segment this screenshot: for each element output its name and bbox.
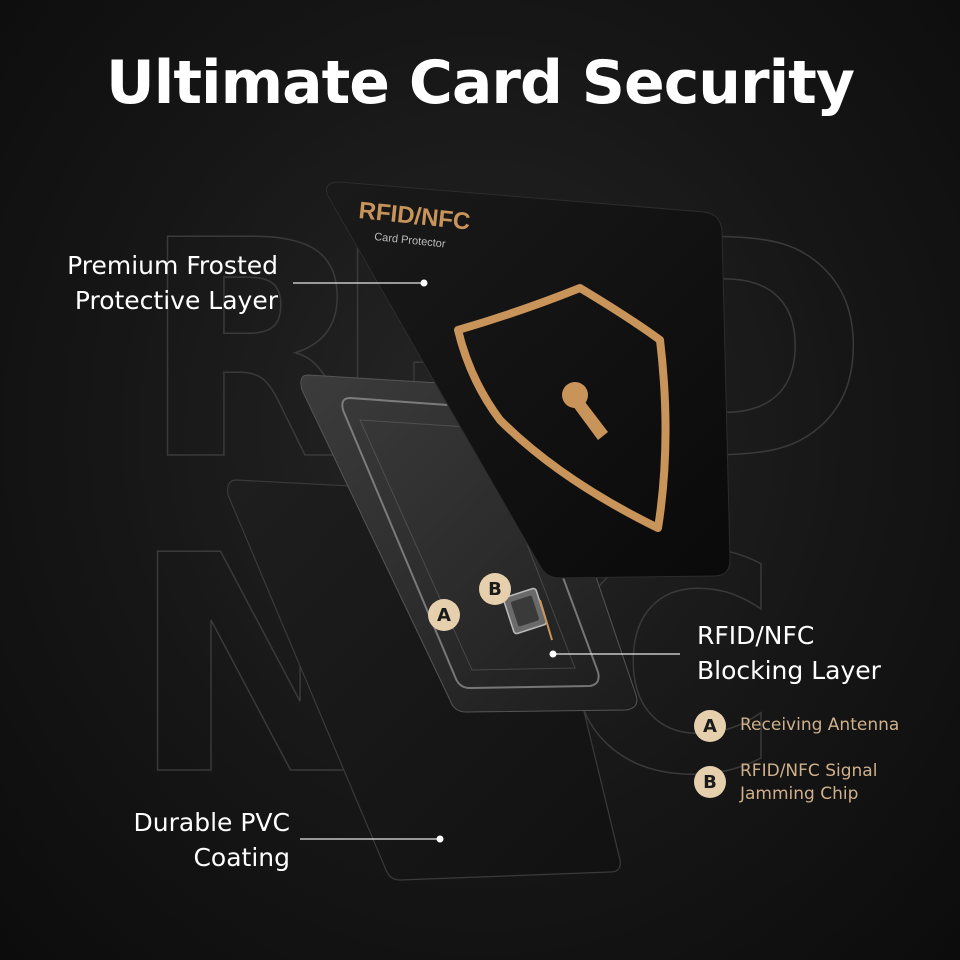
callout-blocking-layer: RFID/NFC Blocking Layer [697, 618, 937, 688]
bg-letter-r: R [140, 177, 371, 526]
legend-badge-b: B [694, 766, 726, 798]
callout-frosted-layer: Premium Frosted Protective Layer [30, 248, 278, 318]
callout-pvc-coating: Durable PVC Coating [60, 805, 290, 875]
callout-blocking-line-1: RFID/NFC [697, 621, 815, 650]
callout-frosted-line-1: Premium Frosted [67, 251, 278, 280]
callout-blocking-line-2: Blocking Layer [697, 656, 881, 685]
page-title: Ultimate Card Security [106, 48, 855, 118]
legend-badge-a: A [694, 710, 726, 742]
legend-item-a: A Receiving Antenna [694, 710, 899, 742]
legend-b-line-1: RFID/NFC Signal [740, 761, 878, 781]
legend-a-line-1: Receiving Antenna [740, 715, 900, 735]
leader-dot-bottom [436, 835, 444, 843]
card-badge-a: A [428, 599, 460, 631]
legend-text-b: RFID/NFC Signal Jamming Chip [740, 760, 877, 806]
legend-b-line-2: Jamming Chip [740, 784, 859, 804]
legend-item-b: B RFID/NFC Signal Jamming Chip [694, 760, 877, 806]
callout-frosted-line-2: Protective Layer [74, 286, 278, 315]
leader-dot-top [420, 279, 428, 287]
callout-pvc-line-2: Coating [193, 843, 290, 872]
card-badge-b: B [479, 573, 511, 605]
leader-lines [293, 282, 680, 840]
frosted-protective-layer [326, 181, 731, 579]
callout-pvc-line-1: Durable PVC [133, 808, 290, 837]
shield-keyhole-icon [454, 284, 670, 532]
leader-dot-middle [549, 650, 557, 658]
jamming-chip [502, 587, 553, 641]
legend-text-a: Receiving Antenna [740, 714, 899, 737]
